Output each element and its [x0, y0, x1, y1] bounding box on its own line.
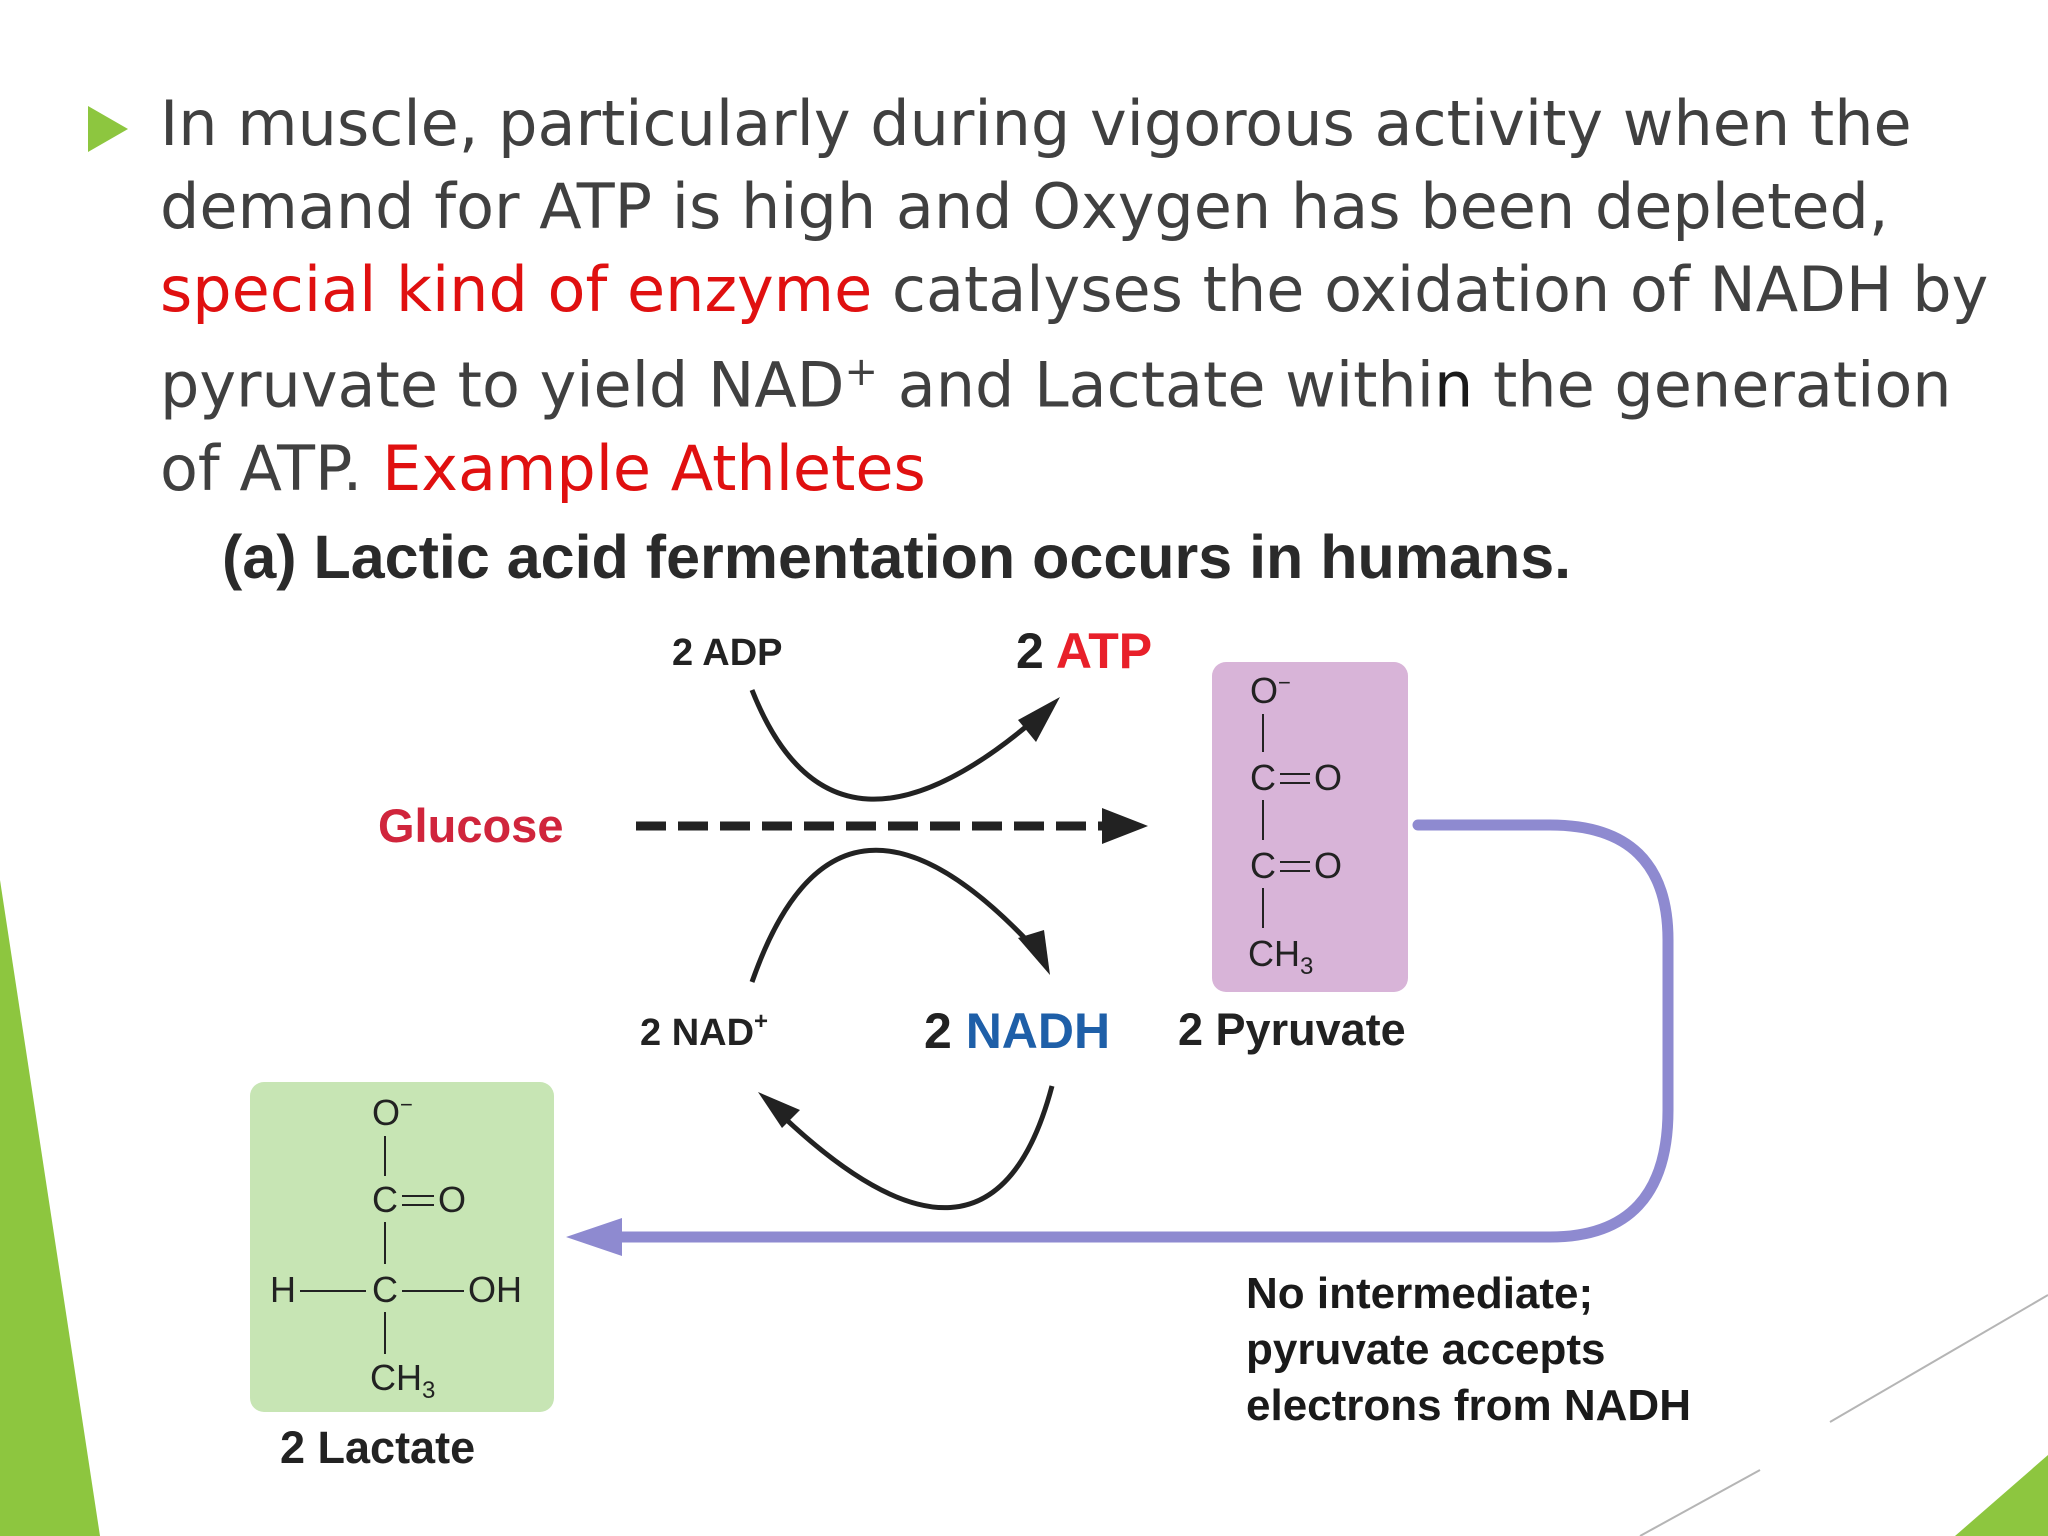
slide-accent-right: [1955, 1455, 2048, 1536]
lactate-c1: C: [372, 1179, 398, 1220]
pyruvate-bond-3: [1262, 888, 1264, 928]
no-intermediate-note: No intermediate; pyruvate accepts electr…: [1246, 1266, 1691, 1434]
nad-nadh-arrowhead: [1018, 930, 1050, 975]
lactate-c2: C: [372, 1269, 398, 1310]
nadh-label: 2 NADH: [924, 1002, 1110, 1060]
slide-accent-left: [0, 880, 100, 1536]
nad-number: 2 NAD: [640, 1012, 755, 1054]
lactate-ch3: CH3: [370, 1357, 436, 1405]
lactate-o1: O: [438, 1179, 467, 1220]
adp-atp-arrow: [749, 689, 1052, 802]
pyruvate-double-bond-2: [1280, 861, 1310, 872]
pyruvate-bond-2: [1262, 800, 1264, 840]
lactate-bond-2: [384, 1222, 386, 1264]
bullet-part-3: and Lactate withi: [878, 348, 1434, 422]
note-line-1: No intermediate;: [1246, 1269, 1594, 1318]
nadh-nad-arrowhead: [758, 1092, 800, 1128]
slide-deco-line-1: [1829, 1294, 2048, 1423]
nad-nadh-arrow: [749, 847, 1047, 983]
glucose-arrowhead: [1102, 808, 1148, 844]
figure-caption: (a) Lactic acid fermentation occurs in h…: [222, 523, 1572, 591]
atp-word: ATP: [1055, 623, 1153, 679]
nadh-nad-arrow: [768, 1085, 1055, 1210]
nadh-word: NADH: [965, 1003, 1111, 1059]
pyruvate-o2: O: [1314, 845, 1343, 886]
bullet-part-3-dark: n: [1433, 348, 1474, 422]
nad-label: 2 NAD+: [640, 1008, 768, 1055]
lactate-bond-1: [384, 1136, 386, 1176]
pyruvate-o1: O: [1314, 757, 1343, 798]
nadh-number: 2: [924, 1003, 966, 1059]
bullet-marker-icon: [88, 106, 128, 152]
nad-superscript: +: [844, 349, 879, 395]
bullet-part-1: In muscle, particularly during vigorous …: [160, 87, 1912, 243]
pyruvate-top-o: O−: [1250, 670, 1291, 711]
bullet-paragraph: In muscle, particularly during vigorous …: [160, 82, 2020, 510]
glucose-label: Glucose: [378, 799, 564, 852]
atp-number: 2: [1016, 623, 1056, 679]
lactate-oh-bond: [402, 1290, 464, 1292]
lactate-label: 2 Lactate: [280, 1422, 476, 1473]
lactate-oh: OH: [468, 1269, 522, 1310]
lactate-double-bond: [402, 1195, 434, 1206]
adp-label: 2 ADP: [672, 632, 783, 674]
highlight-athletes: Example Athletes: [382, 431, 926, 505]
pyruvate-label: 2 Pyruvate: [1178, 1004, 1406, 1055]
highlight-enzyme: special kind of enzyme: [160, 253, 873, 326]
electron-path: [606, 819, 1674, 1243]
bullet-part-4: the generation of ATP.: [160, 348, 1952, 505]
bullet-part-2: catalyses the oxidation of NADH by pyruv…: [160, 253, 1989, 422]
lactate-bond-3: [384, 1312, 386, 1354]
pyruvate-bond-1: [1262, 714, 1264, 752]
adp-atp-arrowhead: [1018, 697, 1060, 742]
lactate-top-o: O−: [372, 1092, 413, 1133]
electron-path-arrowhead: [566, 1218, 622, 1256]
pyruvate-double-bond-1: [1280, 773, 1310, 784]
nad-label-sup: +: [754, 1008, 769, 1035]
lactate-h-bond: [300, 1290, 366, 1292]
lactate-h: H: [270, 1269, 296, 1310]
pyruvate-c2: C: [1250, 845, 1276, 886]
atp-label: 2 ATP: [1016, 622, 1152, 680]
note-line-3: electrons from NADH: [1246, 1381, 1691, 1430]
lactate-structure-box: [250, 1082, 554, 1412]
pyruvate-ch3: CH3: [1248, 933, 1314, 981]
pyruvate-structure-box: [1212, 662, 1408, 992]
pyruvate-c1: C: [1250, 757, 1276, 798]
slide-deco-line-2: [1639, 1469, 1761, 1536]
note-line-2: pyruvate accepts: [1246, 1325, 1606, 1374]
